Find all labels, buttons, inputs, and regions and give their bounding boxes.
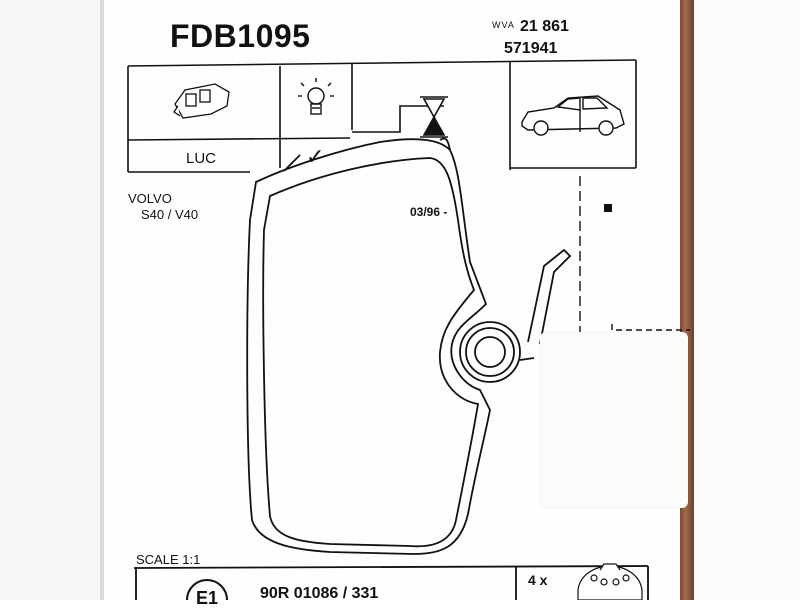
bullet-square [604, 204, 612, 212]
box-edge [100, 0, 104, 600]
blank-sticker [540, 332, 688, 508]
vehicle-models: S40 / V40 [141, 207, 199, 222]
info-table [127, 59, 637, 173]
brake-pad-outline [246, 137, 572, 555]
quantity-label: 4 x [528, 572, 548, 588]
approval-number: 90R 01086 / 331 [260, 585, 379, 602]
vehicle-make: VOLVO [128, 191, 172, 206]
scale-label: SCALE 1:1 [136, 552, 201, 567]
edge-marks [579, 176, 690, 346]
check-mark: ✓ [306, 144, 325, 169]
warning-lamp-icon [298, 78, 334, 115]
approval-mark-text: E1 [196, 588, 219, 608]
footer-table [133, 565, 649, 600]
alt-number: 571941 [504, 40, 558, 57]
caliper-icon [173, 83, 230, 119]
wva-number: 21 861 [520, 18, 569, 35]
date-from: 03/96 - [410, 205, 448, 219]
brake-pad-set-icon [577, 563, 643, 600]
background-right [680, 0, 800, 600]
wva-label: WVA [492, 20, 515, 30]
hatchback-car-icon [521, 95, 625, 136]
approval-mark [186, 579, 228, 600]
hourglass-wear-icon [420, 96, 448, 138]
part-number: FDB1095 [170, 18, 311, 54]
background-left [0, 0, 103, 600]
system-label: LUC [186, 150, 217, 167]
